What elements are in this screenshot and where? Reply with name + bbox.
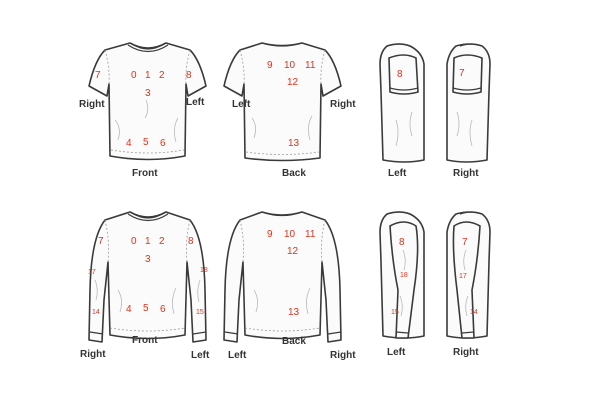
short-sleeve-left-side-shirt [379, 43, 425, 163]
zone-18: 18 [200, 267, 208, 274]
zone-5: 5 [143, 137, 149, 148]
short-sleeve-back-shirt [223, 42, 342, 162]
zone-7: 7 [98, 236, 104, 247]
zone-7: 7 [462, 237, 468, 248]
zone-13: 13 [288, 138, 300, 149]
zone-10: 10 [284, 60, 296, 71]
view-caption-right: Right [453, 168, 479, 179]
side-label-left: Left [232, 99, 251, 110]
zone-12: 12 [287, 246, 299, 257]
zone-8: 8 [188, 236, 194, 247]
zone-2: 2 [159, 70, 165, 81]
long-sleeve-right-side-shirt [446, 211, 491, 339]
side-label-right: Right [330, 350, 356, 361]
zone-9: 9 [267, 229, 273, 240]
view-caption-right: Right [453, 347, 479, 358]
side-label-left: Left [228, 350, 247, 361]
short-sleeve-right-side-shirt [446, 43, 491, 163]
view-caption-left: Left [387, 347, 406, 358]
zone-6: 6 [160, 138, 166, 149]
zone-0: 0 [131, 236, 137, 247]
zone-12: 12 [287, 77, 299, 88]
zone-18: 18 [400, 272, 408, 279]
zone-11: 11 [305, 60, 316, 71]
zone-3: 3 [145, 254, 151, 265]
zone-5: 5 [143, 303, 149, 314]
zone-8: 8 [186, 70, 192, 81]
side-label-right: Right [79, 99, 105, 110]
zone-8: 8 [399, 237, 405, 248]
zone-7: 7 [95, 70, 101, 81]
zone-11: 11 [305, 229, 316, 240]
zone-4: 4 [126, 138, 132, 149]
zone-15: 15 [391, 309, 399, 316]
zone-14: 14 [470, 309, 478, 316]
view-caption-front: Front [132, 168, 158, 179]
zone-1: 1 [145, 236, 151, 247]
zone-10: 10 [284, 229, 296, 240]
zone-0: 0 [131, 70, 137, 81]
zone-17: 17 [88, 269, 96, 276]
side-label-right: Right [330, 99, 356, 110]
long-sleeve-front-shirt [88, 211, 207, 343]
view-caption-left: Left [388, 168, 407, 179]
long-sleeve-back-shirt [223, 211, 342, 343]
zone-6: 6 [160, 304, 166, 315]
short-sleeve-front-shirt [88, 42, 207, 161]
long-sleeve-left-side-shirt [379, 211, 425, 339]
zone-4: 4 [126, 304, 132, 315]
zone-13: 13 [288, 307, 300, 318]
zone-14: 14 [92, 309, 100, 316]
zone-1: 1 [145, 70, 151, 81]
view-caption-front: Front [132, 335, 158, 346]
side-label-right: Right [80, 349, 106, 360]
zone-15: 15 [196, 309, 204, 316]
zone-7: 7 [459, 68, 465, 79]
view-caption-back: Back [282, 336, 306, 347]
zone-8: 8 [397, 69, 403, 80]
zone-2: 2 [159, 236, 165, 247]
zone-3: 3 [145, 88, 151, 99]
zone-17: 17 [459, 273, 467, 280]
zone-9: 9 [267, 60, 273, 71]
side-label-left: Left [186, 97, 205, 108]
view-caption-back: Back [282, 168, 306, 179]
side-label-left: Left [191, 350, 210, 361]
